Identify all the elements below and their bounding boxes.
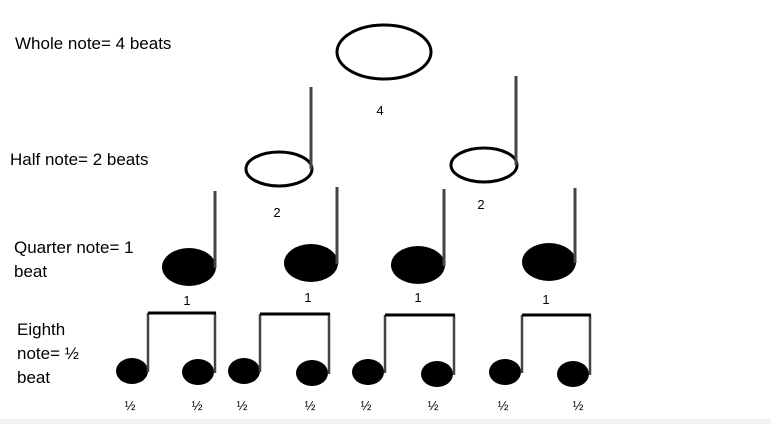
eighth-note-beat: ½ [360,398,372,413]
quarter-note-icon [391,189,446,284]
eighth-note-pair-icon [228,312,331,386]
eighth-note-beat: ½ [304,398,316,413]
eighth-note-beat: ½ [497,398,509,413]
whole-note-beat: 4 [376,103,384,118]
eighth-note-label: Eighth note= ½ beat [17,320,79,387]
whole-note-icon [335,23,433,81]
quarter-note-beat: 1 [542,292,550,307]
bottom-divider [0,419,771,424]
half-note-icon [449,76,519,184]
half-note-beat: 2 [477,197,485,212]
eighth-note-pair-icon [352,313,456,387]
eighth-note-beat: ½ [427,398,439,413]
quarter-note-label: Quarter note= 1 beat [14,238,134,281]
quarter-note-beat: 1 [414,290,422,305]
quarter-note-beat: 1 [183,293,191,308]
quarter-note-beat: 1 [304,290,312,305]
eighth-note-beat: ½ [236,398,248,413]
eighth-note-beat: ½ [191,398,203,413]
whole-note-label: Whole note= 4 beats [15,34,172,53]
quarter-note-icon [284,187,339,282]
quarter-note-icon [162,191,217,286]
eighth-note-beat: ½ [124,398,136,413]
eighth-note-beat: ½ [572,398,584,413]
half-note-icon [244,87,314,188]
eighth-note-pair-icon [116,311,217,385]
eighth-note-pair-icon [489,313,592,387]
half-note-beat: 2 [273,205,281,220]
quarter-note-icon [522,188,577,281]
half-note-label: Half note= 2 beats [10,150,149,169]
